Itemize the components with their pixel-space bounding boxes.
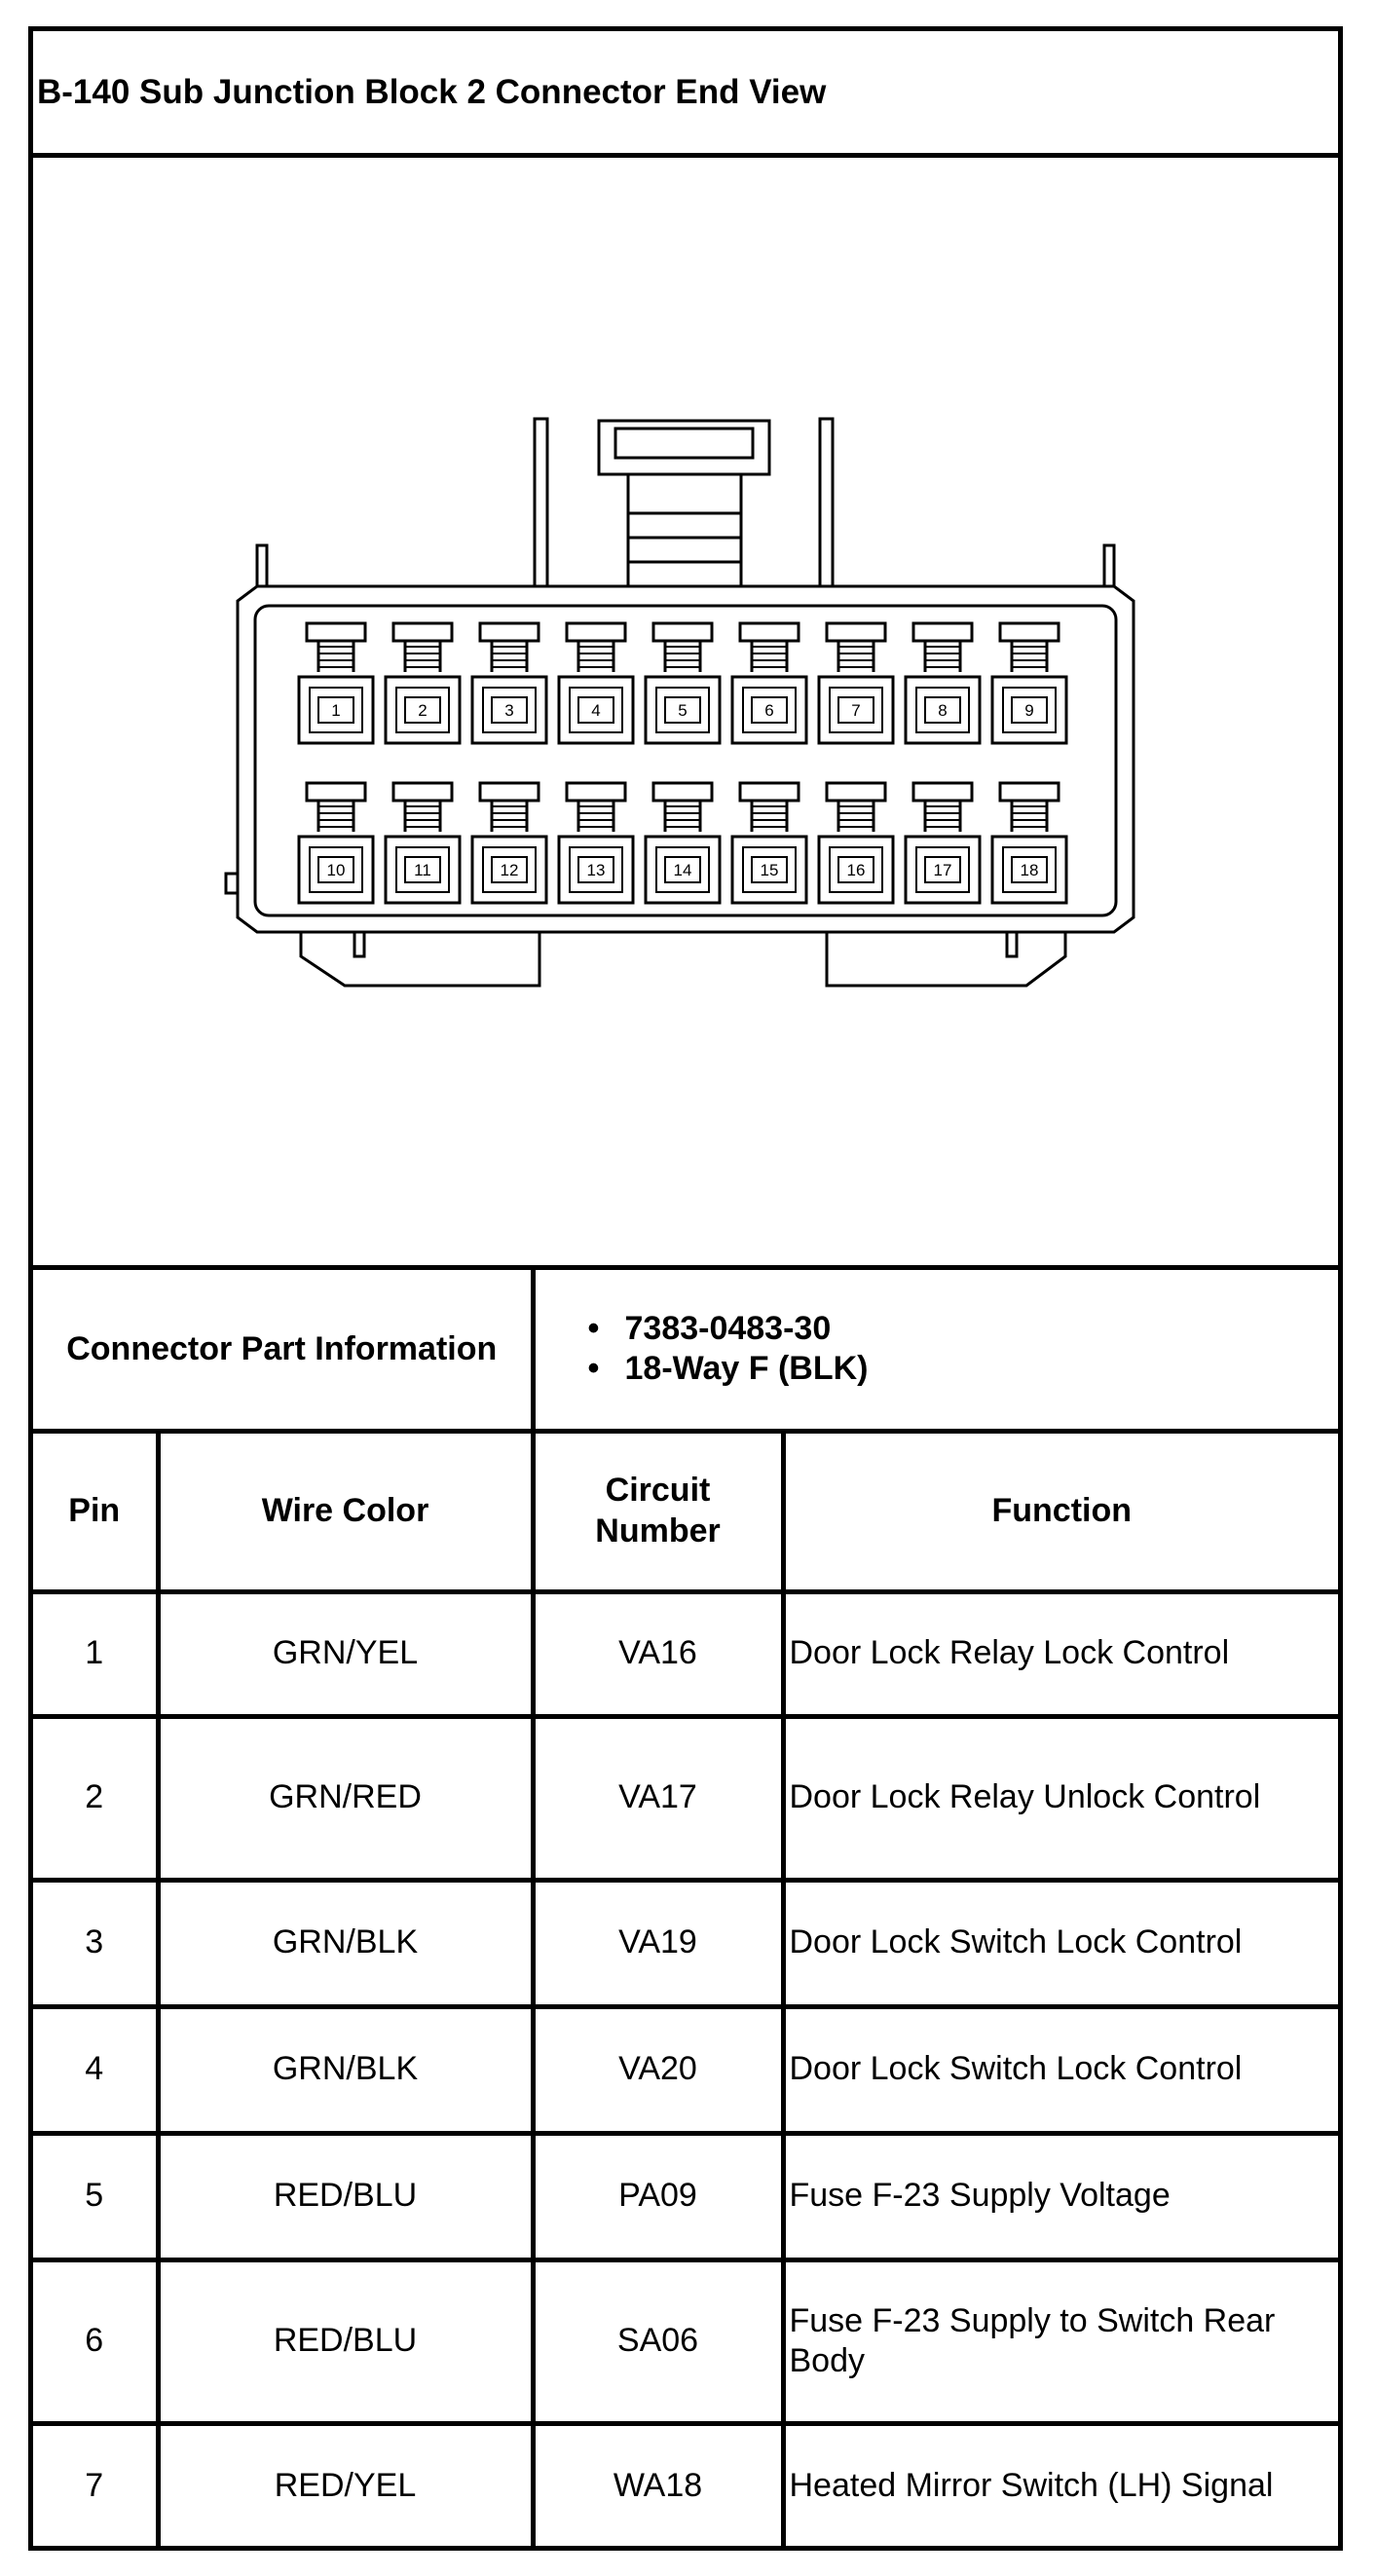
connector-type: 18-Way F (BLK) <box>588 1349 1335 1390</box>
function-cell: Heated Mirror Switch (LH) Signal <box>780 2420 1339 2546</box>
pin-number-label: 13 <box>587 861 606 879</box>
pin-cavity <box>904 781 982 905</box>
pin-cavity <box>557 621 635 745</box>
pin-cavity <box>557 781 635 905</box>
pin-number-label: 5 <box>678 701 687 720</box>
table-row: 6 RED/BLU SA06 Fuse F-23 Supply to Switc… <box>33 2257 1339 2426</box>
table-row: 2 GRN/RED VA17 Door Lock Relay Unlock Co… <box>33 1713 1339 1883</box>
pin-cell: 6 <box>33 2257 161 2426</box>
connector-part-info-list: 7383-0483-30 18-Way F (BLK) <box>530 1270 1339 1434</box>
header-circuit-number: Circuit Number <box>530 1428 786 1594</box>
function-cell: Door Lock Switch Lock Control <box>780 1877 1339 2009</box>
circuit-cell: VA20 <box>530 2003 786 2136</box>
pin-cell: 3 <box>33 1877 161 2009</box>
header-circuit-line1: Circuit <box>605 1472 711 1510</box>
pin-cell: 4 <box>33 2003 161 2136</box>
circuit-cell: VA19 <box>530 1877 786 2009</box>
table-row: 5 RED/BLU PA09 Fuse F-23 Supply Voltage <box>33 2130 1339 2262</box>
circuit-cell: WA18 <box>530 2420 786 2546</box>
function-cell: Door Lock Relay Lock Control <box>780 1588 1339 1719</box>
pin-number-label: 1 <box>331 701 340 720</box>
pin-cavity <box>384 781 462 905</box>
pin-cavity <box>644 781 722 905</box>
pin-number-label: 4 <box>591 701 600 720</box>
document-title: B-140 Sub Junction Block 2 Connector End… <box>33 31 1338 158</box>
circuit-cell: SA06 <box>530 2257 786 2426</box>
circuit-cell: VA17 <box>530 1713 786 1883</box>
pin-cavity <box>470 621 548 745</box>
pin-cell: 5 <box>33 2130 161 2262</box>
table-row: 7 RED/YEL WA18 Heated Mirror Switch (LH)… <box>33 2420 1339 2546</box>
pin-cavity <box>990 621 1068 745</box>
wire-color-cell: RED/YEL <box>155 2420 536 2546</box>
pin-cavity <box>817 781 895 905</box>
part-number: 7383-0483-30 <box>588 1309 1335 1350</box>
function-cell: Fuse F-23 Supply Voltage <box>780 2130 1339 2262</box>
pin-number-label: 8 <box>938 701 947 720</box>
pin-cell: 2 <box>33 1713 161 1883</box>
pin-number-label: 6 <box>764 701 773 720</box>
wire-color-cell: RED/BLU <box>155 2257 536 2426</box>
pin-number-label: 7 <box>851 701 860 720</box>
pin-cavity <box>644 621 722 745</box>
header-function: Function <box>780 1428 1339 1594</box>
pin-number-label: 2 <box>418 701 427 720</box>
table-row: 1 GRN/YEL VA16 Door Lock Relay Lock Cont… <box>33 1588 1339 1719</box>
pin-cavity <box>817 621 895 745</box>
table-header-row: Pin Wire Color Circuit Number Function <box>33 1428 1339 1594</box>
function-cell: Door Lock Relay Unlock Control <box>780 1713 1339 1883</box>
pin-number-label: 14 <box>674 861 692 879</box>
pin-cavity <box>990 781 1068 905</box>
header-pin: Pin <box>33 1428 161 1594</box>
pin-number-label: 16 <box>847 861 866 879</box>
pin-number-label: 18 <box>1021 861 1039 879</box>
table-row: 4 GRN/BLK VA20 Door Lock Switch Lock Con… <box>33 2003 1339 2136</box>
pinout-table: Connector Part Information 7383-0483-30 … <box>33 1270 1339 2546</box>
pin-cavity <box>730 781 808 905</box>
pin-cavity <box>297 781 375 905</box>
pin-cavity <box>384 621 462 745</box>
header-circuit-line2: Number <box>595 1512 721 1549</box>
connector-document: B-140 Sub Junction Block 2 Connector End… <box>28 26 1343 2551</box>
pin-cell: 7 <box>33 2420 161 2546</box>
wire-color-cell: GRN/RED <box>155 1713 536 1883</box>
pin-cavity <box>470 781 548 905</box>
pin-number-label: 12 <box>501 861 519 879</box>
wire-color-cell: GRN/YEL <box>155 1588 536 1719</box>
pin-cell: 1 <box>33 1588 161 1719</box>
pin-number-label: 9 <box>1024 701 1033 720</box>
circuit-cell: PA09 <box>530 2130 786 2262</box>
pin-number-label: 17 <box>934 861 952 879</box>
pin-number-label: 11 <box>414 861 431 879</box>
connector-part-info-row: Connector Part Information 7383-0483-30 … <box>33 1270 1339 1434</box>
pin-number-label: 15 <box>761 861 779 879</box>
connector-part-info-label: Connector Part Information <box>33 1270 536 1434</box>
wire-color-cell: RED/BLU <box>155 2130 536 2262</box>
function-cell: Fuse F-23 Supply to Switch Rear Body <box>780 2257 1339 2426</box>
pin-number-label: 3 <box>504 701 513 720</box>
pin-cavity <box>297 621 375 745</box>
pin-number-label: 10 <box>327 861 346 879</box>
header-wire-color: Wire Color <box>155 1428 536 1594</box>
pin-cavity <box>904 621 982 745</box>
table-row: 3 GRN/BLK VA19 Door Lock Switch Lock Con… <box>33 1877 1339 2009</box>
wire-color-cell: GRN/BLK <box>155 2003 536 2136</box>
wire-color-cell: GRN/BLK <box>155 1877 536 2009</box>
function-cell: Door Lock Switch Lock Control <box>780 2003 1339 2136</box>
pin-cavity <box>730 621 808 745</box>
circuit-cell: VA16 <box>530 1588 786 1719</box>
